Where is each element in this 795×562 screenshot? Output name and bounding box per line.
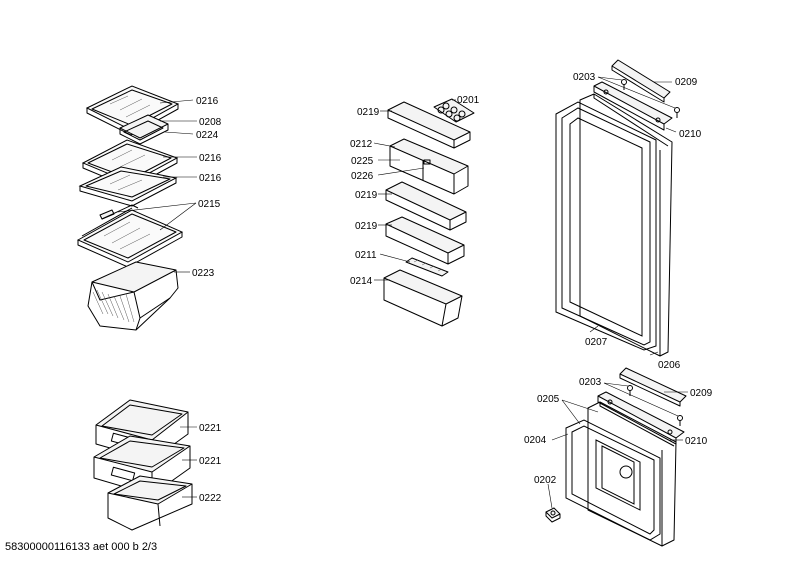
lower-hinge: [597, 391, 685, 445]
upper-door-leaders: [589, 76, 677, 356]
callout-upper-cover: 0209: [675, 77, 698, 88]
upper-screws: [621, 79, 680, 118]
callout-upper-door: 0206: [658, 360, 681, 371]
lower-knob: [545, 507, 561, 523]
callout-upper-hinge: 0210: [679, 129, 702, 140]
callout-drawer-2: 0221: [199, 456, 222, 467]
document-footer-code: 58300000116133 aet 000 b 2/3: [5, 541, 158, 553]
freezer-drawer-3: [107, 475, 193, 531]
bottle-bin: [383, 269, 463, 327]
lower-gasket: [565, 419, 661, 541]
upper-hinge-cover: [611, 59, 671, 103]
callout-butter-lid: 0226: [351, 171, 374, 182]
shelf-assembly: [76, 85, 184, 331]
lower-screws: [627, 385, 683, 426]
callout-door-bin-low: 0219: [355, 221, 378, 232]
callout-door-bin-mid: 0219: [355, 190, 378, 201]
callout-lower-knob: 0202: [534, 475, 557, 486]
callout-door-bin-top: 0219: [357, 107, 380, 118]
upper-gasket: [555, 101, 657, 351]
callout-egg-tray: 0201: [457, 95, 480, 106]
freezer-drawers: [93, 399, 193, 531]
split-shelf: [76, 204, 184, 268]
callout-bottle-retainer: 0211: [355, 250, 377, 261]
door-bin-top: [387, 101, 471, 149]
callout-shelf-frame: 0208: [199, 117, 222, 128]
callout-crisper-cover: 0223: [192, 268, 215, 279]
callout-butter-box: 0225: [351, 156, 374, 167]
lower-hinge-cover: [619, 367, 687, 407]
upper-hinge: [593, 81, 673, 131]
door-bin-low: [385, 216, 465, 265]
callout-drawer-3: 0222: [199, 493, 222, 504]
callout-split-shelf: 0215: [198, 199, 221, 210]
freezer-drawer-2: [93, 435, 191, 496]
crisper-drawer: [87, 261, 179, 331]
callout-shelf-mid-2: 0216: [199, 173, 222, 184]
callout-lower-screw: 0203: [579, 377, 602, 388]
door-bins: [383, 98, 475, 327]
lower-door-leaders: [547, 382, 688, 509]
glass-shelf-mid-2: [78, 166, 178, 207]
glass-shelf-top: [85, 85, 180, 136]
drawer-leaders: [180, 426, 197, 498]
shelf-frame-small: [119, 114, 169, 145]
upper-door-assembly: [555, 59, 680, 357]
callout-lower-gasket: 0204: [524, 435, 547, 446]
bottle-retainer: [405, 257, 449, 277]
callout-bottle-bin: 0214: [350, 276, 373, 287]
callout-shelf-clip: 0224: [196, 130, 219, 141]
callout-upper-gasket: 0207: [585, 337, 608, 348]
lower-door-assembly: [545, 367, 687, 547]
lower-door: [587, 401, 677, 547]
middle-leaders: [373, 99, 456, 281]
callout-lower-cover: 0209: [690, 388, 713, 399]
callout-shelf-top: 0216: [196, 96, 219, 107]
callout-lower-frame: 0205: [537, 394, 560, 405]
callout-drawer-1: 0221: [199, 423, 222, 434]
left-leaders: [117, 99, 197, 273]
callout-upper-screw: 0203: [573, 72, 596, 83]
butter-compartment: [389, 138, 469, 195]
egg-tray: [433, 98, 475, 123]
callout-bin-lid: 0212: [350, 139, 373, 150]
upper-door: [579, 93, 673, 357]
door-bin-mid: [385, 181, 467, 231]
callout-shelf-mid-1: 0216: [199, 153, 222, 164]
callout-lower-hinge: 0210: [685, 436, 708, 447]
